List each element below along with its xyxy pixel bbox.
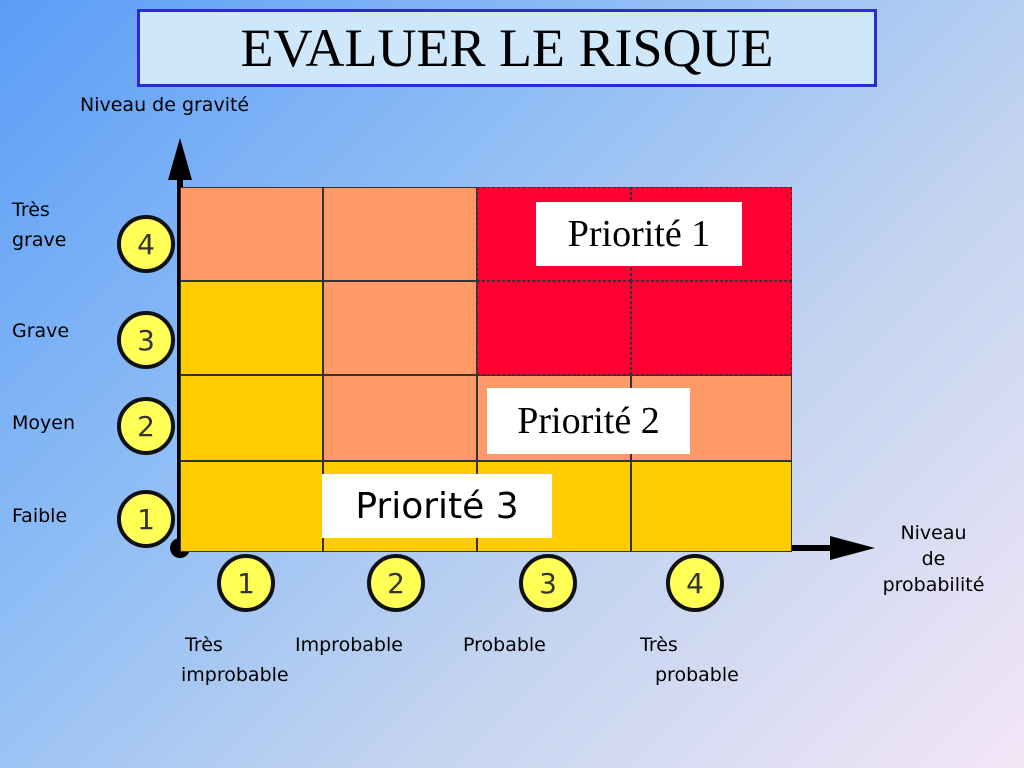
probability-label-2: Improbable [295,634,403,656]
gravity-label-1: Faible [12,505,68,527]
risk-cell-g3-p2 [323,281,477,375]
gravity-level-1-badge: 1 [117,490,175,548]
risk-cell-g2-p2 [323,375,477,461]
x-axis-label: Niveau de probabilité [882,522,985,596]
probability-label-4a: Très [640,634,678,656]
risk-cell-g4-p1 [180,187,323,281]
y-axis-label: Niveau de gravité [80,94,250,116]
risk-cell-g1-p4 [631,461,792,552]
probability-level-3-badge: 3 [519,554,577,612]
risk-cell-g3-p4 [631,281,792,375]
probability-level-4-badge: 4 [666,554,724,612]
gravity-level-2-badge: 2 [117,397,175,455]
risk-cell-g4-p2 [323,187,477,281]
gravity-level-4-badge: 4 [117,215,175,273]
probability-level-2-badge: 2 [367,554,425,612]
risk-cell-g3-p3 [477,281,631,375]
probability-label-1b: improbable [181,664,289,686]
gravity-label-4: Très grave [12,199,67,251]
probability-label-1a: Très [185,634,223,656]
gravity-label-3: Grave [12,320,70,342]
risk-cell-g3-p1 [180,281,323,375]
priority-1-label: Priorité 1 [536,202,742,266]
priority-3-label: Priorité 3 [322,474,552,538]
probability-label-4b: probable [655,664,739,686]
page-title: EVALUER LE RISQUE [137,9,877,87]
gravity-level-3-badge: 3 [117,311,175,369]
gravity-label-2: Moyen [12,412,75,434]
risk-cell-g2-p1 [180,375,323,461]
priority-2-label: Priorité 2 [487,388,690,454]
probability-level-1-badge: 1 [217,554,275,612]
probability-label-3: Probable [463,634,546,656]
risk-cell-g1-p1 [180,461,323,552]
